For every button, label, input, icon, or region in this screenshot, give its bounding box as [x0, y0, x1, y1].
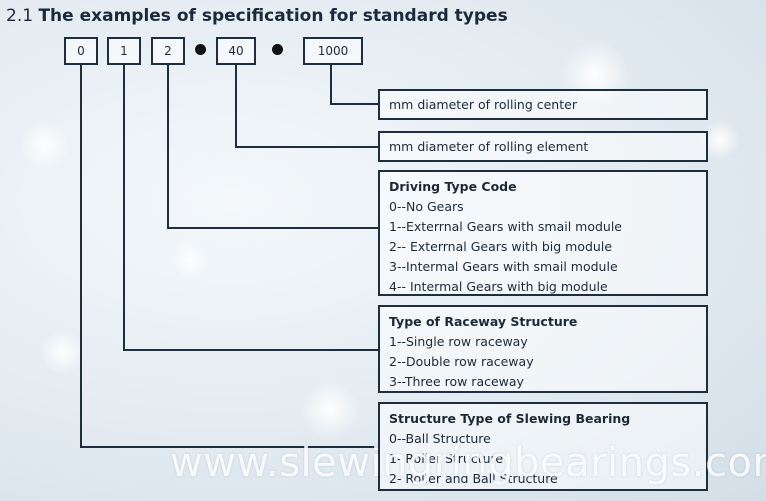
list-item: 1--Exterrnal Gears with smail module: [389, 219, 622, 234]
connector-line: [167, 65, 169, 229]
separator-dot: [195, 44, 206, 55]
code-part-driving-type: 2: [151, 37, 185, 65]
page-title: 2.1 The examples of specification for st…: [6, 6, 508, 26]
separator-dot: [272, 44, 283, 55]
list-item: 0--No Gears: [389, 199, 464, 214]
connector-line: [235, 65, 237, 148]
code-part-raceway: 1: [107, 37, 141, 65]
code-part-rolling-element: 40: [216, 37, 256, 65]
background-sparkle: [170, 240, 210, 280]
connector-line: [80, 65, 82, 448]
list-item: 2- Roller and Ball Structure: [389, 471, 558, 486]
list-item: 2-- Exterrnal Gears with big module: [389, 239, 613, 254]
background-sparkle: [300, 380, 360, 440]
driving-type-box: Driving Type Code 0--No Gears 1--Exterrn…: [378, 170, 708, 296]
title-text: The examples of specification for standa…: [38, 6, 508, 26]
connector-line: [330, 65, 332, 105]
connector-line: [330, 103, 378, 105]
list-item: 0--Ball Structure: [389, 431, 491, 446]
background-sparkle: [20, 120, 70, 170]
rolling-element-text: mm diameter of rolling element: [389, 139, 589, 154]
connector-line: [123, 349, 378, 351]
title-number: 2.1: [6, 6, 34, 26]
list-item: 3--Three row raceway: [389, 374, 524, 389]
background-sparkle: [40, 330, 85, 375]
list-item: 3--Intermal Gears with smail module: [389, 259, 618, 274]
connector-line: [235, 146, 378, 148]
rolling-center-text: mm diameter of rolling center: [389, 97, 577, 112]
list-item: 1- Roller Structure: [389, 451, 504, 466]
connector-line: [123, 65, 125, 351]
structure-type-box: Structure Type of Slewing Bearing 0--Bal…: [378, 402, 708, 491]
connector-line: [167, 227, 378, 229]
raceway-box: Type of Raceway Structure 1--Single row …: [378, 305, 708, 393]
list-item: 2--Double row raceway: [389, 354, 534, 369]
driving-type-heading: Driving Type Code: [389, 179, 517, 194]
raceway-heading: Type of Raceway Structure: [389, 314, 578, 329]
code-part-structure-type: 0: [64, 37, 98, 65]
list-item: 4-- Intermal Gears with big module: [389, 279, 608, 294]
code-part-rolling-center: 1000: [303, 37, 363, 65]
list-item: 1--Single row raceway: [389, 334, 528, 349]
structure-type-heading: Structure Type of Slewing Bearing: [389, 411, 631, 426]
watermark-text: www.slewingringbearings.com: [170, 440, 766, 486]
rolling-element-box: mm diameter of rolling element: [378, 131, 708, 162]
connector-line: [80, 446, 378, 448]
rolling-center-box: mm diameter of rolling center: [378, 89, 708, 120]
